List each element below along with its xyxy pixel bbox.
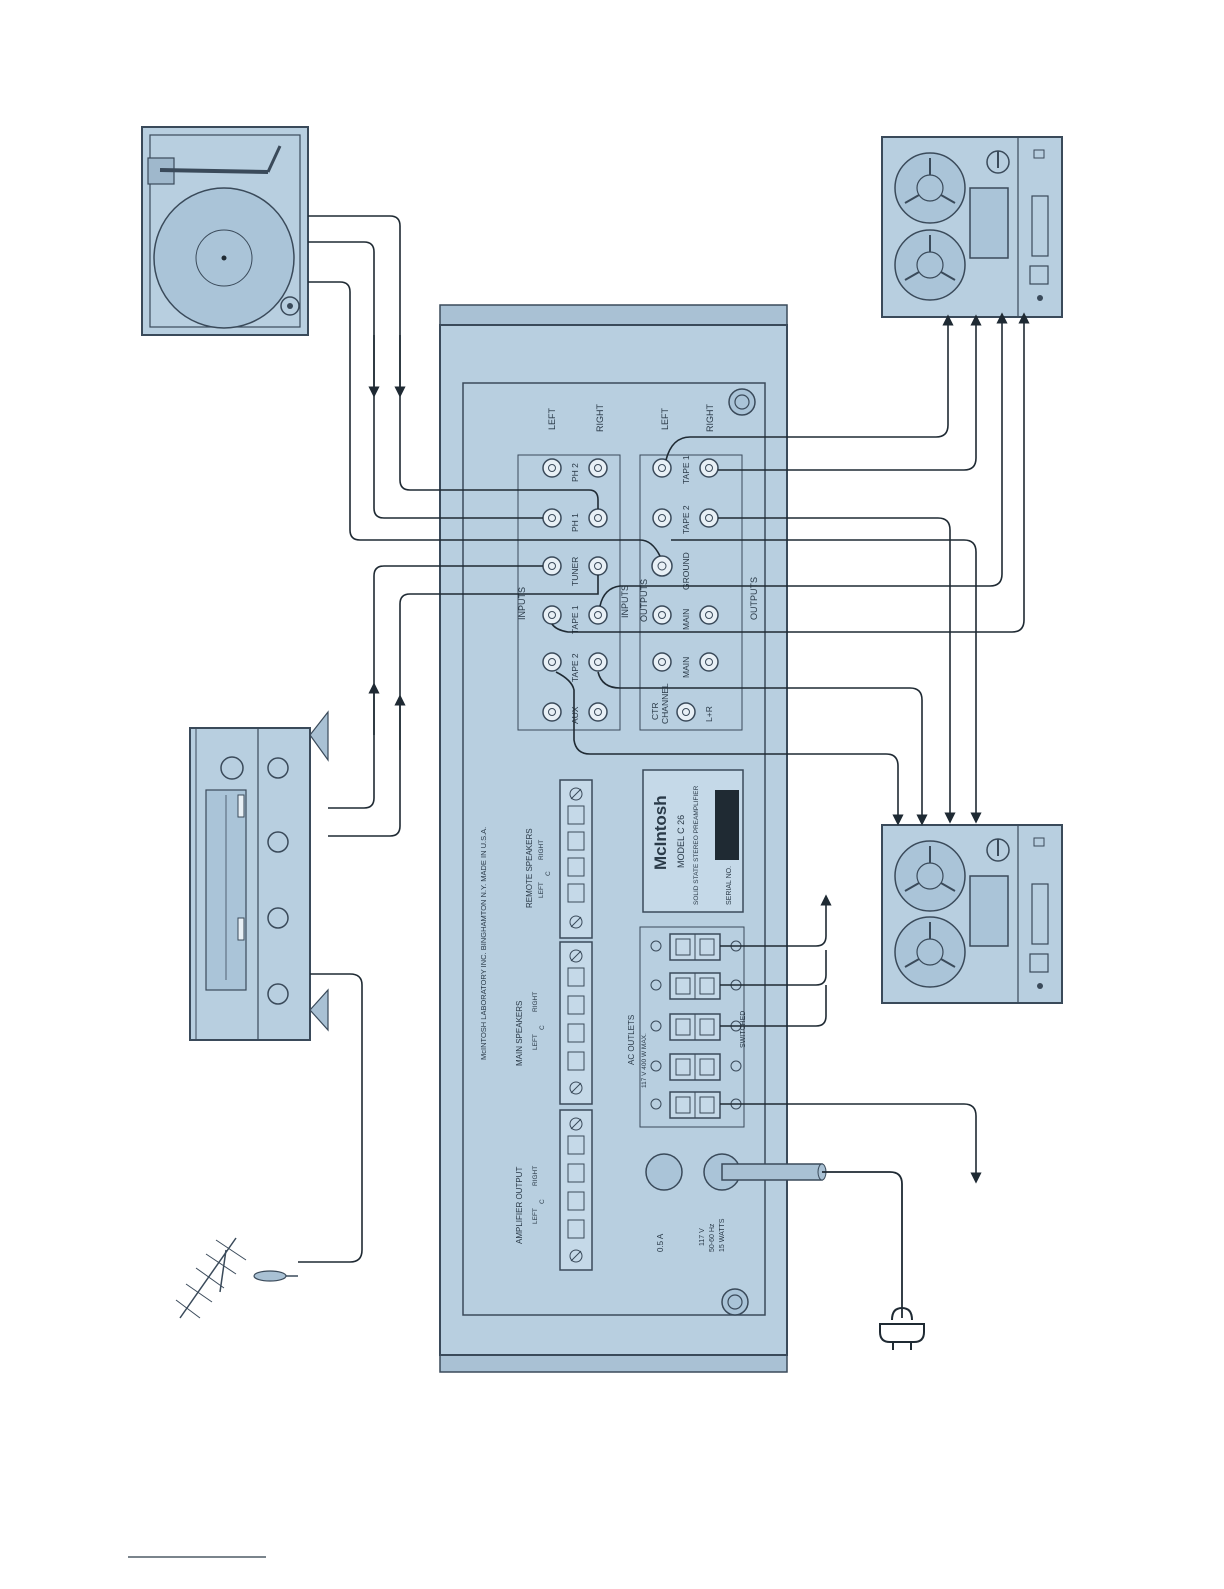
model-text: MODEL C 26 <box>676 815 686 868</box>
power-rating-2: 50-60 Hz <box>709 1223 716 1252</box>
amplifier-output-label: AMPLIFIER OUTPUT <box>515 1167 524 1244</box>
ac-spec-label: 117 V 400 W MAX. <box>641 1033 648 1088</box>
jack-label-ctr: CTR <box>650 703 660 720</box>
inputs-right-label: RIGHT <box>595 404 605 433</box>
preamplifier-chassis: McINTOSH LABORATORY INC. BINGHAMTON N.Y.… <box>439 304 788 1373</box>
power-rating-1: 117 V <box>699 1228 706 1246</box>
main-speakers-label: MAIN SPEAKERS <box>515 1001 524 1066</box>
main-right-label: RIGHT <box>532 992 539 1012</box>
inputs-section-label-2: INPUTS <box>620 585 630 618</box>
fuse-holder <box>645 1153 683 1191</box>
remote-speakers-label: REMOTE SPEAKERS <box>525 828 534 908</box>
amplifier-output-terminals <box>559 1109 593 1271</box>
brand-logo: McIntosh <box>651 795 670 870</box>
jack-label-main-2: MAIN <box>681 657 691 678</box>
main-com-label: C <box>539 1025 546 1030</box>
jack-label-tuner: TUNER <box>570 557 580 586</box>
jack-label-tape2-out: TAPE 2 <box>681 505 691 534</box>
remote-speakers-terminals <box>559 779 593 939</box>
ac-outlets-label: AC OUTLETS <box>627 1015 636 1065</box>
antenna-icon <box>175 1237 298 1319</box>
jack-label-ph2: PH 2 <box>570 463 580 482</box>
jack-label-main-1: MAIN <box>681 609 691 630</box>
amp-left-label: LEFT <box>532 1208 539 1224</box>
jack-label-tape2-in: TAPE 2 <box>570 653 580 682</box>
wiring <box>298 215 1030 1263</box>
power-rating-3: 15 WATTS <box>719 1218 726 1252</box>
output-jacks <box>651 458 719 722</box>
main-speakers-terminals <box>559 941 593 1105</box>
jack-label-aux: AUX <box>570 706 580 724</box>
jack-label-tape1-out: TAPE 1 <box>681 455 691 484</box>
main-left-label: LEFT <box>532 1034 539 1050</box>
jack-label-ground: GROUND <box>681 552 691 590</box>
nameplate: McIntosh MODEL C 26 SOLID STATE STEREO P… <box>642 769 744 913</box>
remote-right-label: RIGHT <box>538 840 545 860</box>
input-jacks <box>542 458 608 722</box>
tonearm <box>147 145 282 185</box>
switched-label: SWITCHED <box>740 1011 747 1048</box>
maker-line: McINTOSH LABORATORY INC. BINGHAMTON N.Y.… <box>479 827 488 1060</box>
jack-label-lr: L+R <box>704 706 714 722</box>
ac-outlets <box>639 926 745 1128</box>
tape-recorder-2 <box>881 824 1063 1004</box>
inputs-section-label: INPUTS <box>517 587 527 620</box>
fuse-label: 0.5 A <box>656 1233 665 1252</box>
jack-label-ph1: PH 1 <box>570 513 580 532</box>
subtitle-text: SOLID STATE STEREO PREAMPLIFIER <box>693 785 700 905</box>
turntable <box>141 126 309 336</box>
tuner <box>189 710 329 1041</box>
remote-com-label: C <box>545 871 552 876</box>
outputs-section-label: OUTPUTS <box>639 579 649 622</box>
remote-left-label: LEFT <box>538 882 545 898</box>
inputs-left-label: LEFT <box>547 407 557 430</box>
outputs-right-label: RIGHT <box>705 404 715 433</box>
power-cord <box>721 1163 903 1318</box>
outputs-section-label-2: OUTPUTS <box>749 577 759 620</box>
amp-right-label: RIGHT <box>532 1166 539 1186</box>
tape-recorder-1 <box>881 136 1063 318</box>
jack-label-tape1-in: TAPE 1 <box>570 605 580 634</box>
jack-label-channel: CHANNEL <box>660 683 670 724</box>
plug-icon <box>879 1306 925 1350</box>
serial-text: SERIAL NO. <box>726 866 733 905</box>
outputs-left-label: LEFT <box>660 407 670 430</box>
amp-com-label: C <box>539 1199 546 1204</box>
